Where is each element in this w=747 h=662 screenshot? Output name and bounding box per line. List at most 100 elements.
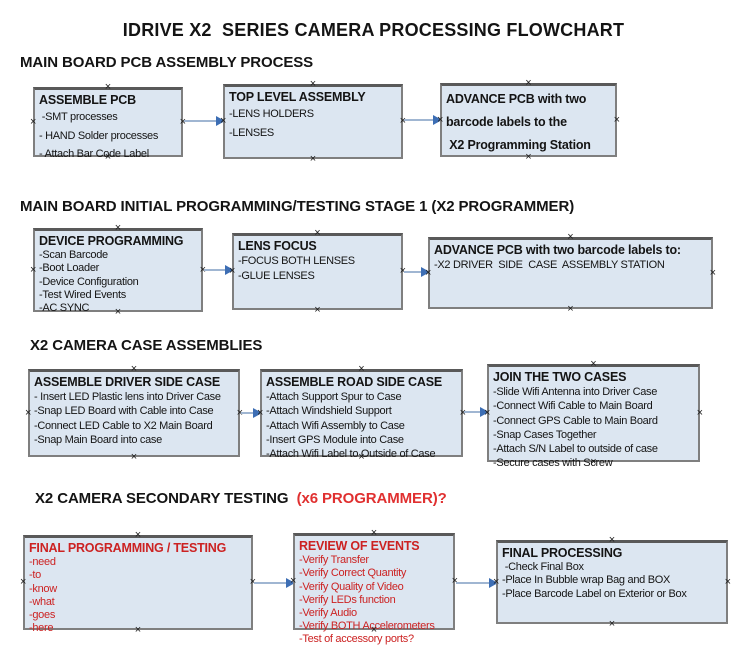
box-item: -goes xyxy=(29,609,56,622)
connection-handle: × xyxy=(370,527,378,539)
box-item: -LENSES xyxy=(229,126,274,139)
box-item: -Connect Wifi Cable to Main Board xyxy=(493,400,653,413)
box-item: -Attach Wifi Label to Outside of Case xyxy=(266,448,436,461)
box-final-processing[interactable]: FINAL PROCESSING -Check Final Box-Place … xyxy=(493,535,731,630)
flow-connector[interactable] xyxy=(404,115,442,125)
box-title: TOP LEVEL ASSEMBLY xyxy=(229,90,366,104)
flow-connector[interactable] xyxy=(464,407,489,417)
box-item: -Verify LEDs function xyxy=(299,593,396,606)
box-item: -Attach S/N Label to outside of case xyxy=(493,443,658,456)
box-title: ASSEMBLE DRIVER SIDE CASE xyxy=(34,375,221,389)
connection-handle: × xyxy=(179,115,186,128)
box-lens-focus[interactable]: LENS FOCUS -FOCUS BOTH LENSES-GLUE LENSE… xyxy=(229,228,406,316)
box-join-the-two-cases[interactable]: JOIN THE TWO CASES -Slide Wifi Antenna i… xyxy=(484,359,703,470)
box-item: -X2 DRIVER SIDE CASE ASSEMBLY STATION xyxy=(434,259,665,272)
box-item: -Verify Quality of Video xyxy=(299,580,404,593)
box-top-level-assembly[interactable]: TOP LEVEL ASSEMBLY -LENS HOLDERS-LENSES … xyxy=(220,79,406,165)
connection-handle: × xyxy=(114,222,122,234)
flow-connector[interactable] xyxy=(184,116,225,126)
box-items: -Verify Transfer-Verify Correct Quantity… xyxy=(299,554,449,646)
flow-connector[interactable] xyxy=(241,408,262,418)
connection-handle: × xyxy=(104,81,112,93)
box-assemble-driver-side-case[interactable]: ASSEMBLE DRIVER SIDE CASE - Insert LED P… xyxy=(25,364,243,463)
connection-handle: × xyxy=(30,263,37,276)
connection-handle: × xyxy=(25,406,32,419)
flow-connector[interactable] xyxy=(456,578,498,588)
box-item: -Connect GPS Cable to Main Board xyxy=(493,414,658,427)
connection-handle: × xyxy=(459,406,466,419)
box-title: JOIN THE TWO CASES xyxy=(493,370,627,384)
box-title: ASSEMBLE PCB xyxy=(39,93,136,107)
box-item: -GLUE LENSES xyxy=(238,270,315,283)
box-item: -Verify BOTH Accelerometers xyxy=(299,620,435,633)
box-advance-pcb-programming-station[interactable]: ADVANCE PCB with two barcode labels to t… xyxy=(437,78,620,163)
box-item: -Connect LED Cable to X2 Main Board xyxy=(34,419,213,432)
box-advance-pcb-driver-side-station[interactable]: ADVANCE PCB with two barcode labels to: … xyxy=(425,232,716,315)
box-item: -Attach Windshield Support xyxy=(266,405,392,418)
connection-handle: × xyxy=(358,363,365,375)
connection-handle: × xyxy=(567,303,574,315)
box-item: -Boot Loader xyxy=(39,262,99,275)
box-item: -SMT processes xyxy=(39,111,118,124)
connection-handle: × xyxy=(20,576,27,589)
box-item: -Place In Bubble wrap Bag and BOX xyxy=(502,574,671,587)
box-assemble-pcb[interactable]: ASSEMBLE PCB -SMT processes- HAND Solder… xyxy=(30,82,186,163)
section-heading-secondary-testing: X2 CAMERA SECONDARY TESTING (x6 PROGRAMM… xyxy=(35,490,447,507)
box-assemble-road-side-case[interactable]: ASSEMBLE ROAD SIDE CASE -Attach Support … xyxy=(257,364,466,463)
box-items: -need-to-know-what-goes-here xyxy=(29,556,247,635)
box-item: -to xyxy=(29,569,41,582)
box-item: -Attach Wifi Assembly to Case xyxy=(266,419,405,432)
box-item: -Verify Audio xyxy=(299,607,357,620)
box-item: -Insert GPS Module into Case xyxy=(266,433,404,446)
box-items: -Check Final Box-Place In Bubble wrap Ba… xyxy=(502,561,722,601)
box-item: -FOCUS BOTH LENSES xyxy=(238,255,355,268)
flow-connector[interactable] xyxy=(404,267,430,277)
heading-text: MAIN BOARD PCB ASSEMBLY PROCESS xyxy=(20,54,314,71)
box-item: -Attach Support Spur to Case xyxy=(266,391,402,404)
connection-handle: × xyxy=(696,406,703,419)
box-item: -what xyxy=(29,595,55,608)
box-items: - Insert LED Plastic lens into Driver Ca… xyxy=(34,390,234,447)
connection-handle: × xyxy=(134,529,142,541)
box-item: -know xyxy=(29,582,57,595)
connection-handle: × xyxy=(314,304,321,316)
section-heading-camera-case-assemblies: X2 CAMERA CASE ASSEMBLIES xyxy=(30,337,262,354)
box-item: -Test Wired Events xyxy=(39,288,126,301)
connection-handle: × xyxy=(613,113,620,126)
box-items: -Attach Support Spur to Case-Attach Wind… xyxy=(266,390,457,461)
connection-handle: × xyxy=(130,451,138,463)
box-items: -LENS HOLDERS -LENSES xyxy=(229,105,397,142)
box-item: -LENS HOLDERS xyxy=(229,108,314,121)
box-title: ASSEMBLE ROAD SIDE CASE xyxy=(266,375,442,389)
connection-handle: × xyxy=(590,358,597,370)
box-item: - Insert LED Plastic lens into Driver Ca… xyxy=(34,391,221,404)
section-heading-main-board-pcb-assembly: MAIN BOARD PCB ASSEMBLY PROCESS xyxy=(20,54,313,71)
heading-text: X2 CAMERA SECONDARY TESTING xyxy=(35,490,297,507)
flow-connector[interactable] xyxy=(204,265,234,275)
box-item: -Secure cases with Screw xyxy=(493,457,613,470)
box-item: -Verify Transfer xyxy=(299,554,369,567)
box-title: FINAL PROGRAMMING / TESTING xyxy=(29,541,227,555)
box-items: -X2 DRIVER SIDE CASE ASSEMBLY STATION xyxy=(434,258,707,272)
section-heading-initial-programming-stage1: MAIN BOARD INITIAL PROGRAMMING/TESTING S… xyxy=(20,198,574,215)
box-final-programming-testing[interactable]: FINAL PROGRAMMING / TESTING -need-to-kno… xyxy=(20,530,256,636)
connection-handle: × xyxy=(309,78,317,90)
box-device-programming[interactable]: DEVICE PROGRAMMING -Scan Barcode-Boot Lo… xyxy=(30,223,206,318)
box-items: -Scan Barcode-Boot Loader-Device Configu… xyxy=(39,249,197,315)
connection-handle: × xyxy=(709,266,716,279)
box-item: -Snap Main Board into case xyxy=(34,433,162,446)
connection-handle: × xyxy=(130,363,138,375)
box-item: -Place Barcode Label on Exterior or Box xyxy=(502,587,687,600)
connection-handle: × xyxy=(608,534,616,546)
box-item: -Check Final Box xyxy=(502,561,584,574)
connection-handle: × xyxy=(724,575,731,588)
connection-handle: × xyxy=(309,153,317,165)
flow-connector[interactable] xyxy=(254,578,295,588)
box-item: -Slide Wifi Antenna into Driver Case xyxy=(493,386,658,399)
box-item: -here xyxy=(29,622,54,635)
heading-red-text: (x6 PROGRAMMER)? xyxy=(296,490,447,507)
box-item: -Device Configuration xyxy=(39,275,139,288)
box-review-of-events[interactable]: REVIEW OF EVENTS -Verify Transfer-Verify… xyxy=(290,528,458,646)
box-title: ADVANCE PCB with two barcode labels to t… xyxy=(446,92,591,153)
heading-text: MAIN BOARD INITIAL PROGRAMMING/TESTING S… xyxy=(20,198,575,215)
